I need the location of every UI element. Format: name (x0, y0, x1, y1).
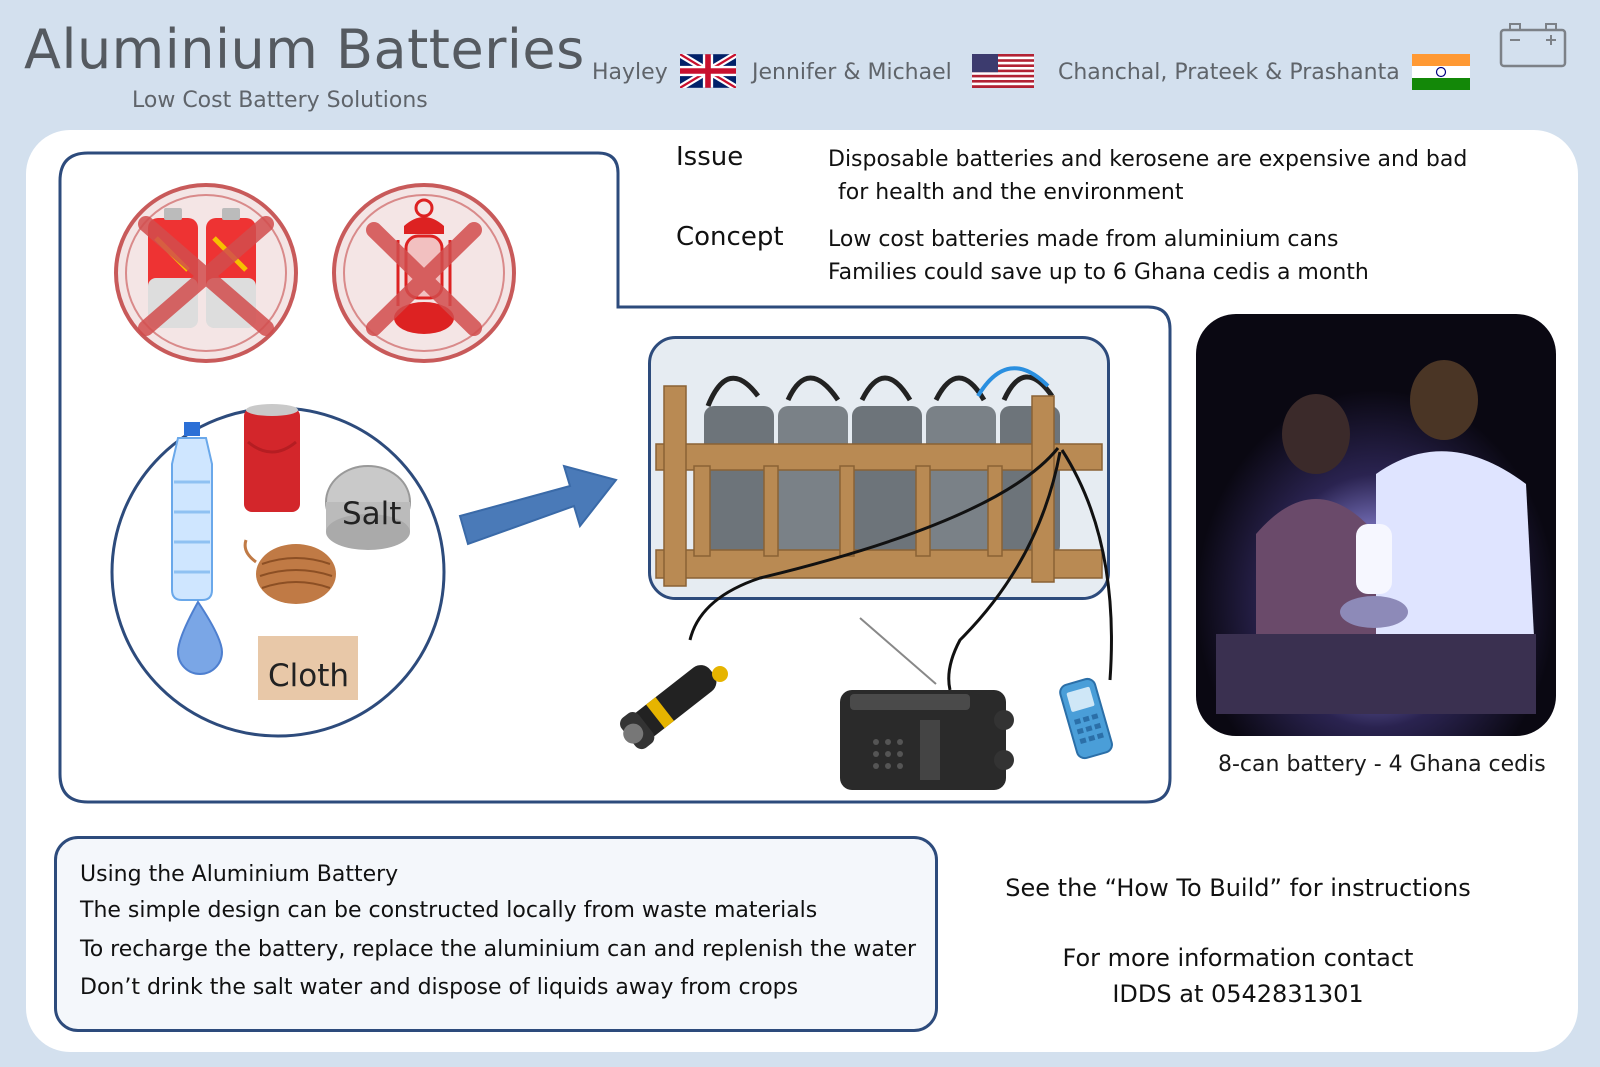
usage-box (54, 836, 938, 1032)
aluminium-can-icon (244, 404, 300, 512)
concept-label: Concept (676, 222, 784, 252)
issue-text-line-1: Disposable batteries and kerosene are ex… (828, 147, 1468, 172)
india-flag-icon (1412, 54, 1470, 90)
concept-text-line-2: Families could save up to 6 Ghana cedis … (828, 260, 1369, 285)
can-battery-photo (648, 336, 1110, 600)
flashlight-icon (620, 665, 728, 750)
us-flag-icon (972, 54, 1034, 88)
water-drop-icon (176, 600, 224, 675)
cloth-label: Cloth (268, 658, 350, 694)
contact-line-1: For more information contact (1062, 944, 1414, 972)
no-kerosene-lantern-icon (332, 183, 516, 363)
team-name-chanchal-prateek-prashanta: Chanchal, Prateek & Prashanta (1058, 60, 1400, 85)
photo-caption: 8-can battery - 4 Ghana cedis (1218, 752, 1546, 777)
cloth-swatch-icon (258, 636, 358, 700)
usage-line-3: Don’t drink the salt water and dispose o… (80, 975, 799, 1000)
how-to-build-note: See the “How To Build” for instructions (1005, 874, 1471, 902)
mobile-phone-icon (1059, 677, 1113, 760)
team-name-hayley: Hayley (592, 60, 668, 85)
glowing-lantern-icon (1340, 524, 1408, 628)
wooden-crate (655, 385, 1103, 587)
materials-circle (110, 404, 446, 738)
issue-label: Issue (676, 142, 744, 172)
page-title: Aluminium Batteries (24, 18, 585, 81)
arrow-right-icon (458, 464, 618, 546)
usage-line-2: To recharge the battery, replace the alu… (80, 937, 917, 962)
battery-icon (1499, 23, 1567, 68)
no-disposable-batteries-icon (114, 183, 298, 363)
night-lantern-photo (1196, 314, 1556, 736)
radio-antenna (859, 617, 937, 685)
usage-heading: Using the Aluminium Battery (80, 862, 399, 887)
usage-line-1: The simple design can be constructed loc… (80, 898, 818, 923)
copper-wire-coil-icon (243, 539, 336, 604)
contact-line-2: IDDS at 0542831301 (1112, 980, 1364, 1008)
water-bottle-icon (171, 422, 213, 601)
concept-text-line-1: Low cost batteries made from aluminium c… (828, 227, 1339, 252)
team-name-jennifer-michael: Jennifer & Michael (752, 60, 952, 85)
page-subtitle: Low Cost Battery Solutions (132, 88, 428, 113)
issue-text-line-2: for health and the environment (838, 180, 1184, 205)
uk-flag-icon (680, 54, 736, 88)
salt-tin-icon (325, 465, 411, 550)
radio-icon (840, 690, 1014, 790)
salt-label: Salt (342, 496, 402, 532)
